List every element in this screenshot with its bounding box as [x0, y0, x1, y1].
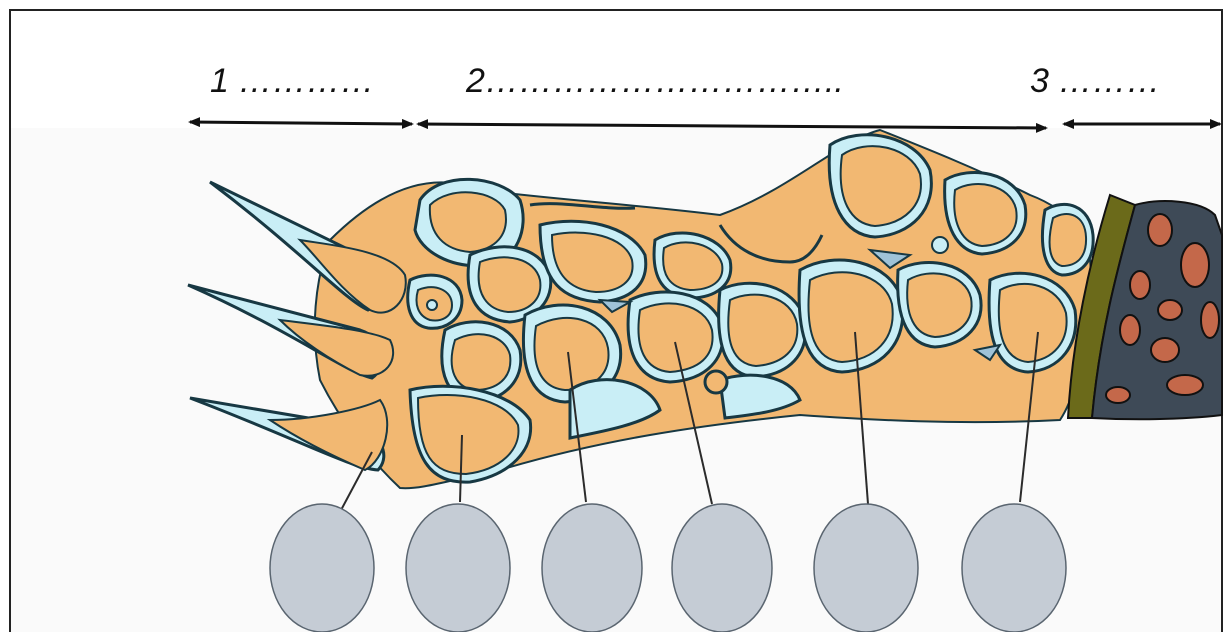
- callout-blank-2: [406, 504, 510, 632]
- region-1-label: 1 …………: [210, 62, 374, 100]
- bark-spot: [1120, 315, 1140, 345]
- bark-spot: [1106, 387, 1130, 403]
- bark-spot: [1167, 375, 1203, 395]
- bark-spot: [1201, 302, 1219, 338]
- callout-blank-4: [672, 504, 772, 632]
- bark-spot: [1181, 243, 1209, 287]
- region-1-span-arrow: [190, 122, 412, 124]
- region-3-label: 3 ………: [1030, 62, 1160, 100]
- bark-spot: [1148, 214, 1172, 246]
- callout-blank-1: [270, 504, 374, 632]
- region-2-label: 2…………………………..: [465, 62, 844, 100]
- bark-spot: [1130, 271, 1150, 299]
- callout-blank-5: [814, 504, 918, 632]
- small-cell: [932, 237, 948, 253]
- small-cell: [427, 300, 437, 310]
- bark-spot: [1158, 300, 1182, 320]
- callout-blank-3: [542, 504, 642, 632]
- callout-blank-6: [962, 504, 1066, 632]
- bark-spot: [1151, 338, 1179, 362]
- small-cell: [705, 371, 727, 393]
